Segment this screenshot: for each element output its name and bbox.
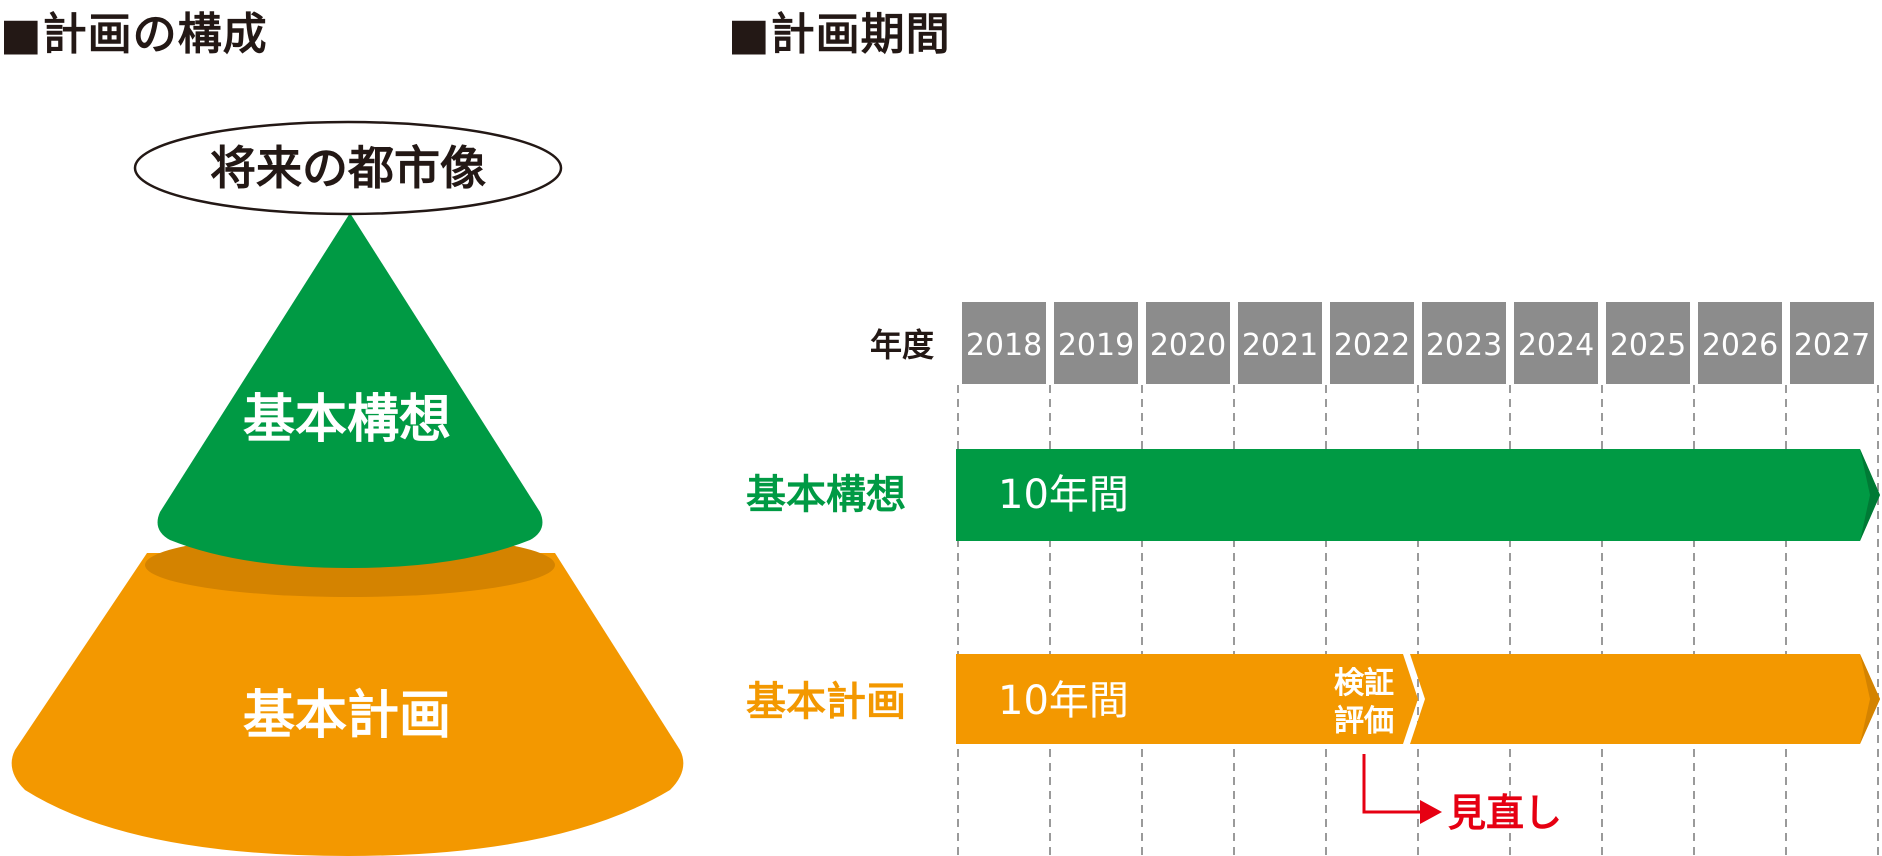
pyramid: 将来の都市像 基本構想 基本計画	[11, 120, 684, 856]
basic-plan-bar-first-half	[956, 654, 1418, 744]
timeline: 年度 2018 2019	[746, 302, 1880, 856]
year-label: 2021	[1242, 328, 1318, 363]
period-heading: ■計画期間	[728, 9, 951, 60]
year-label: 2026	[1702, 328, 1778, 363]
pyramid-upper-section	[157, 213, 543, 568]
review-arrow	[1362, 754, 1422, 814]
basic-concept-bar-text: 10年間	[998, 472, 1129, 518]
year-box	[1698, 302, 1782, 384]
basic-plan-bar-second-half	[1410, 654, 1880, 744]
pyramid-top-label: 将来の都市像	[210, 141, 486, 195]
pyramid-lower-label: 基本計画	[243, 686, 451, 746]
basic-plan-bar-arrowtip	[1860, 654, 1880, 744]
basic-plan-bar-text: 10年間	[998, 678, 1129, 724]
year-box	[1146, 302, 1230, 384]
year-header-label: 年度	[870, 326, 934, 364]
year-label: 2018	[966, 328, 1042, 363]
year-box	[1330, 302, 1414, 384]
year-boxes: 2018 2019 2020 2021 2022 2023 2024 2025 …	[962, 302, 1874, 384]
year-box	[962, 302, 1046, 384]
year-label: 2022	[1334, 328, 1410, 363]
year-box	[1054, 302, 1138, 384]
year-label: 2027	[1794, 328, 1870, 363]
year-box	[1790, 302, 1874, 384]
review-evaluation-label-line2: 評価	[1334, 704, 1394, 739]
structure-heading: ■計画の構成	[0, 9, 268, 60]
year-label: 2023	[1426, 328, 1502, 363]
review-arrowhead-icon	[1420, 800, 1442, 824]
year-box	[1422, 302, 1506, 384]
pyramid-upper-label: 基本構想	[243, 390, 451, 450]
year-label: 2020	[1150, 328, 1226, 363]
year-box	[1606, 302, 1690, 384]
year-box	[1514, 302, 1598, 384]
review-label: 見直し	[1448, 791, 1562, 835]
pyramid-top-ellipse	[133, 120, 563, 216]
year-label: 2019	[1058, 328, 1134, 363]
basic-concept-bar-arrowtip	[1860, 449, 1880, 541]
year-gridlines	[957, 385, 1879, 856]
row-label-basic-concept: 基本構想	[746, 472, 906, 518]
row-label-basic-plan: 基本計画	[746, 679, 906, 725]
year-label: 2025	[1610, 328, 1686, 363]
review-evaluation-label-line1: 検証	[1334, 666, 1394, 701]
pyramid-lower-section	[11, 553, 684, 856]
basic-concept-bar	[956, 449, 1880, 541]
year-box	[1238, 302, 1322, 384]
year-label: 2024	[1518, 328, 1594, 363]
